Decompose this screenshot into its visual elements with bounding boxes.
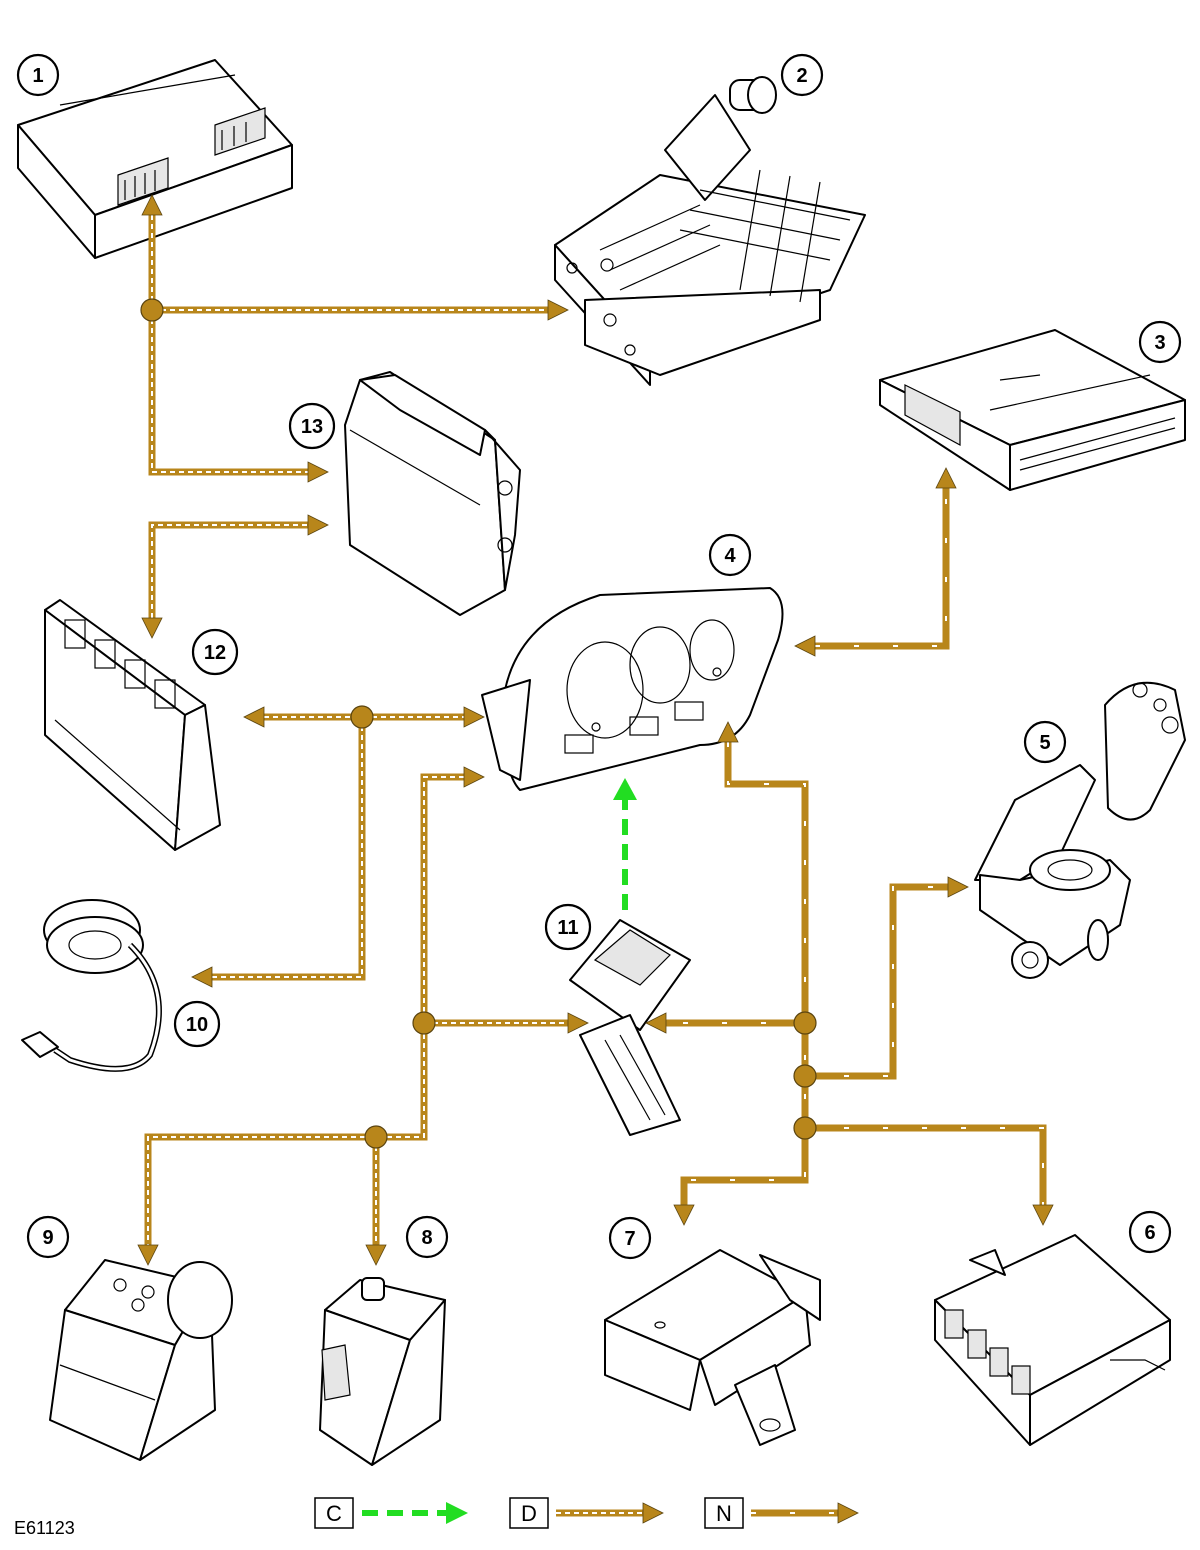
svg-text:12: 12 (204, 642, 226, 664)
callout-5: 5 (1023, 720, 1067, 764)
svg-text:13: 13 (301, 416, 323, 438)
component-9-abs-modulator (49, 1259, 233, 1461)
junction-node (140, 298, 164, 322)
svg-text:1: 1 (32, 65, 43, 87)
component-11-diagnostic-connector (569, 919, 691, 1136)
callout-6: 6 (1128, 1210, 1172, 1254)
component-10-transponder-coil (21, 899, 162, 1072)
junction-node (350, 705, 374, 729)
legend-item-d: D (509, 1497, 664, 1529)
junction-node (793, 1064, 817, 1088)
callout-7: 7 (608, 1216, 652, 1260)
callout-11: 11 (544, 903, 592, 951)
junction-node (364, 1125, 388, 1149)
svg-text:11: 11 (557, 917, 578, 939)
callout-1: 1 (16, 53, 60, 97)
junction-node (412, 1011, 436, 1035)
component-5-smart-key-and-start-module (974, 681, 1186, 979)
component-1-control-module (17, 59, 293, 259)
svg-text:4: 4 (724, 545, 736, 567)
component-7-module (604, 1249, 821, 1446)
figure-id: E61123 (14, 1518, 75, 1538)
callout-3: 3 (1138, 320, 1182, 364)
wire-4-to-3 (794, 467, 957, 657)
callout-13: 13 (288, 402, 336, 450)
callout-9: 9 (26, 1215, 70, 1259)
wire-to-component-13 (148, 310, 329, 483)
component-6-module (934, 1234, 1171, 1446)
svg-text:5: 5 (1039, 732, 1050, 754)
wire-lower-left-bus (137, 766, 589, 1266)
junction-node (793, 1116, 817, 1140)
svg-text:6: 6 (1144, 1222, 1155, 1244)
svg-text:D: D (521, 1501, 537, 1526)
wire-12-to-13 (141, 514, 329, 639)
callout-2: 2 (780, 53, 824, 97)
component-13-engine-control-module (344, 371, 521, 616)
wire-to-component-1 (141, 194, 163, 310)
component-8-module (319, 1277, 446, 1466)
svg-text:7: 7 (624, 1228, 635, 1250)
component-3-module (879, 329, 1186, 491)
callout-4: 4 (708, 533, 752, 577)
svg-text:8: 8 (421, 1227, 432, 1249)
component-12-junction-box (44, 599, 221, 851)
wire-12-10-4 (191, 706, 485, 988)
wire-to-component-2 (152, 299, 569, 321)
svg-text:3: 3 (1154, 332, 1165, 354)
diagnostic-link-11-to-4 (613, 778, 637, 910)
component-2-valve-body (554, 76, 866, 386)
callout-8: 8 (405, 1215, 449, 1259)
legend-item-n: N (704, 1497, 859, 1529)
junction-node (793, 1011, 817, 1035)
svg-text:C: C (326, 1501, 342, 1526)
wire-right-bus (645, 721, 1054, 1226)
callout-10: 10 (173, 1000, 221, 1048)
callout-12: 12 (191, 628, 239, 676)
component-4-instrument-cluster (481, 587, 784, 791)
svg-text:2: 2 (796, 65, 807, 87)
network-wiring (137, 194, 1054, 1266)
legend: C D N (314, 1497, 859, 1529)
svg-text:10: 10 (186, 1014, 208, 1036)
legend-item-c: C (314, 1497, 468, 1529)
svg-text:N: N (716, 1501, 732, 1526)
svg-text:9: 9 (42, 1227, 53, 1249)
